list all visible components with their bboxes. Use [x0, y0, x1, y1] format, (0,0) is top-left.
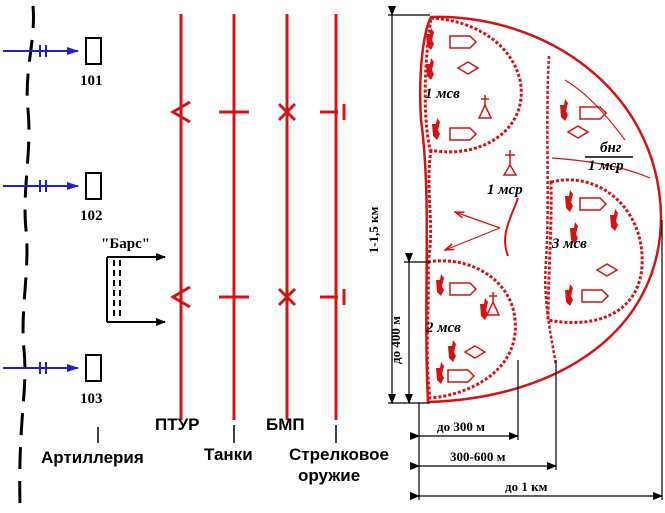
left-boundary-line [18, 5, 35, 506]
bng-label: бнг [600, 140, 622, 156]
tanks-label: Танки [204, 445, 253, 464]
artillery-position-103: 103 [3, 354, 103, 407]
artillery-position-102: 102 [3, 172, 103, 224]
ptur-line [170, 14, 191, 420]
bng-sub-label: 1 мср [588, 158, 624, 174]
width-300-label: до 300 м [437, 419, 485, 434]
height-label: до 400 м [388, 316, 403, 364]
outer-boundary [418, 15, 663, 404]
company-2-area [425, 259, 517, 400]
artillery-label: Артиллерия [41, 448, 144, 467]
company-2-label: 2 мсв [425, 320, 461, 336]
front-edge [426, 149, 433, 263]
depth-label: 1-1,5 км [366, 207, 381, 254]
rear-boundary [544, 55, 558, 366]
position-102-label: 102 [80, 208, 103, 224]
company-3-label: 3 мсв [551, 236, 587, 252]
dimension-lines [388, 6, 663, 500]
bars-label: "Барс" [101, 236, 150, 252]
battalion-label: 1 мср [487, 182, 523, 198]
small-arms-label-line1: Стрелковое [289, 445, 389, 464]
position-103-label: 103 [80, 391, 103, 407]
company-1-label: 1 мсв [425, 86, 460, 102]
bmp-label: БМП [266, 415, 305, 434]
ptur-label: ПТУР [155, 415, 200, 434]
artillery-position-101: 101 [3, 37, 103, 89]
company-1-area [423, 16, 523, 154]
tanks-line [219, 14, 249, 420]
width-300-600-label: 300-600 м [450, 449, 506, 464]
position-101-label: 101 [80, 73, 103, 89]
bars-bracket: "Барс" [101, 236, 166, 326]
width-1km-label: до 1 км [505, 479, 548, 494]
small-arms-line [320, 14, 346, 420]
company-3-area [546, 178, 644, 325]
small-arms-label-line2: оружие [298, 466, 360, 485]
bmp-line [277, 14, 297, 420]
battalion-defense-area: 1 мсв 2 мсв 3 мсв 1 мср бнг 1 мср [418, 15, 663, 404]
